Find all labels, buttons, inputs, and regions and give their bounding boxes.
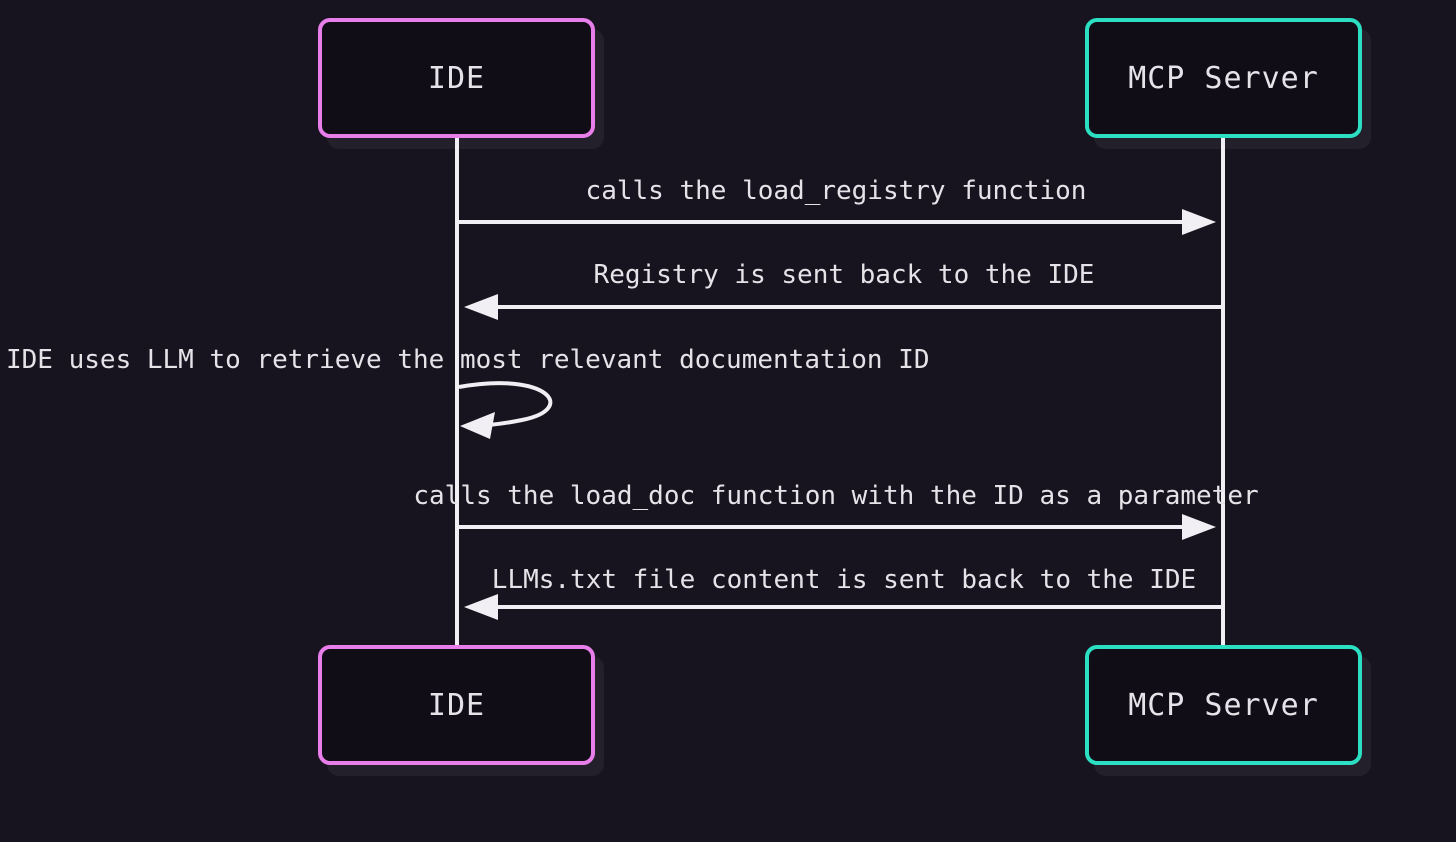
arrowhead-right-icon — [1182, 209, 1216, 235]
actor-label-mcp-server: MCP Server — [1128, 60, 1319, 96]
actor-label-ide: IDE — [427, 60, 486, 96]
message-label-load-doc: calls the load_doc function with the ID … — [413, 481, 1259, 511]
self-loop-arrow — [458, 381, 553, 428]
actor-box-mcp-server-top: MCP Server — [1085, 18, 1362, 138]
actor-label-mcp-server: MCP Server — [1128, 687, 1319, 723]
message-label-llms-txt-sent-back: LLMs.txt file content is sent back to th… — [491, 565, 1197, 595]
actor-label-ide: IDE — [427, 687, 486, 723]
message-label-llm-retrieve-doc-id: IDE uses LLM to retrieve the most releva… — [6, 345, 930, 375]
message-label-registry-sent-back: Registry is sent back to the IDE — [593, 260, 1095, 290]
actor-box-ide-top: IDE — [318, 18, 595, 138]
arrowhead-right-icon — [1182, 514, 1216, 540]
arrowhead-left-icon — [464, 294, 498, 320]
self-loop-arrowhead-left-icon — [460, 412, 495, 439]
arrowhead-left-icon — [464, 594, 498, 620]
actor-box-ide-bottom: IDE — [318, 645, 595, 765]
actor-box-mcp-server-bottom: MCP Server — [1085, 645, 1362, 765]
message-label-load-registry: calls the load_registry function — [585, 176, 1087, 206]
